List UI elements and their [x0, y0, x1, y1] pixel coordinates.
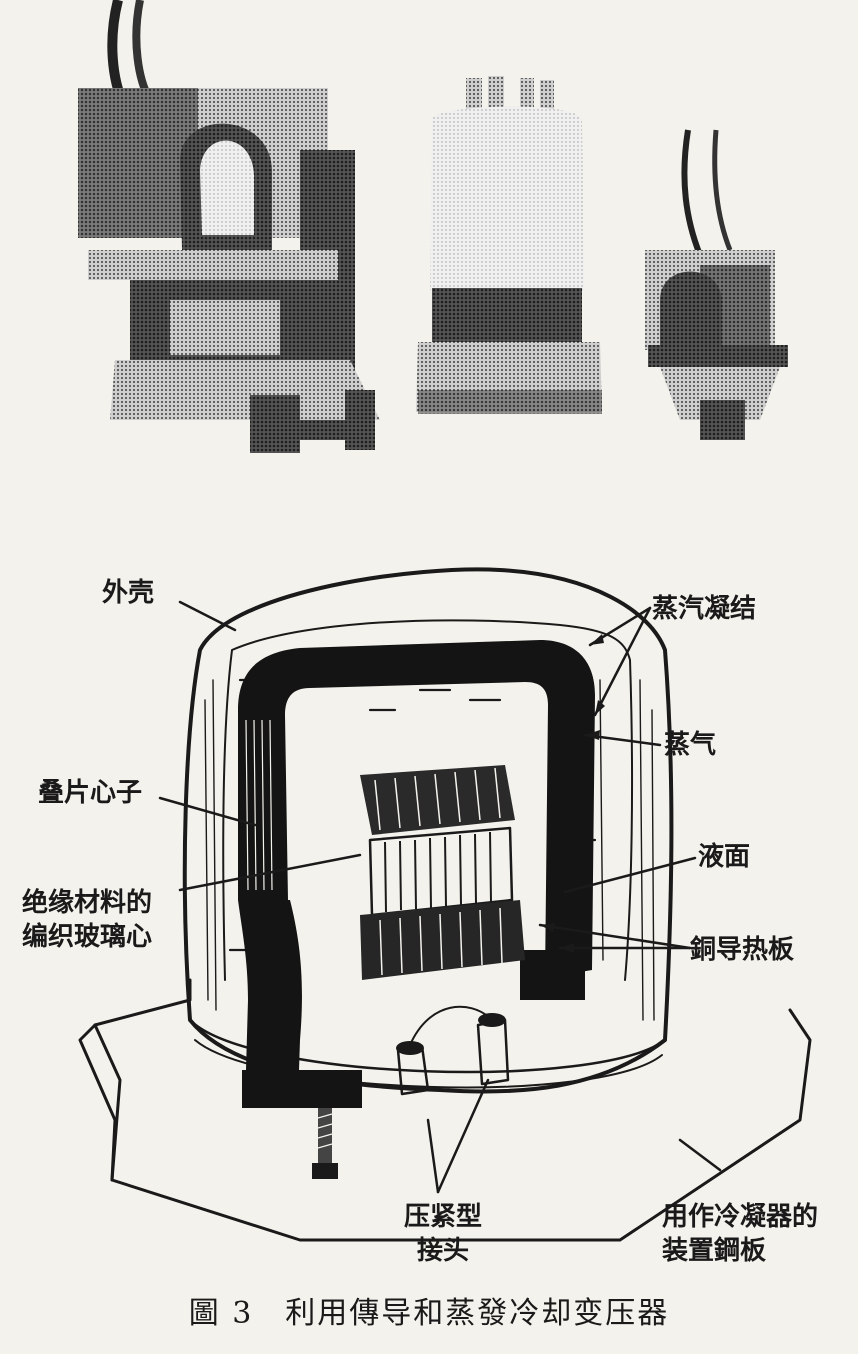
label-steel-line1: 用作冷凝器的: [662, 1202, 819, 1232]
mounting-bolt: [312, 1108, 338, 1179]
label-liquid-level: 液面: [698, 842, 751, 872]
label-insulation-line2: 编织玻璃心: [22, 922, 153, 952]
label-clamp-line1: 压紧型: [403, 1202, 482, 1232]
photo-row: [78, 0, 788, 453]
label-laminated-core: 叠片心子: [38, 778, 143, 808]
figure-caption: 圖 3 利用傳导和蒸發冷却变压器: [188, 1296, 670, 1331]
label-steel-line2: 装置鋼板: [662, 1236, 767, 1266]
photo-transformer-sealed: [416, 76, 602, 414]
coil-stack: [360, 765, 525, 980]
label-copper-plate: 銅导热板: [690, 935, 795, 965]
label-shell: 外壳: [102, 578, 155, 608]
clamp-terminals: [396, 1005, 510, 1096]
photo-transformer-small: [645, 129, 788, 440]
label-vapor-condense: 蒸汽凝结: [652, 594, 757, 624]
label-insulation-line1: 绝缘材料的: [22, 888, 153, 918]
cutaway-diagram: [78, 567, 812, 1242]
photo-transformer-large: [78, 0, 380, 453]
laminated-core: [238, 640, 595, 978]
label-vapor: 蒸气: [664, 730, 717, 760]
label-clamp-line2: 接头: [416, 1236, 469, 1266]
